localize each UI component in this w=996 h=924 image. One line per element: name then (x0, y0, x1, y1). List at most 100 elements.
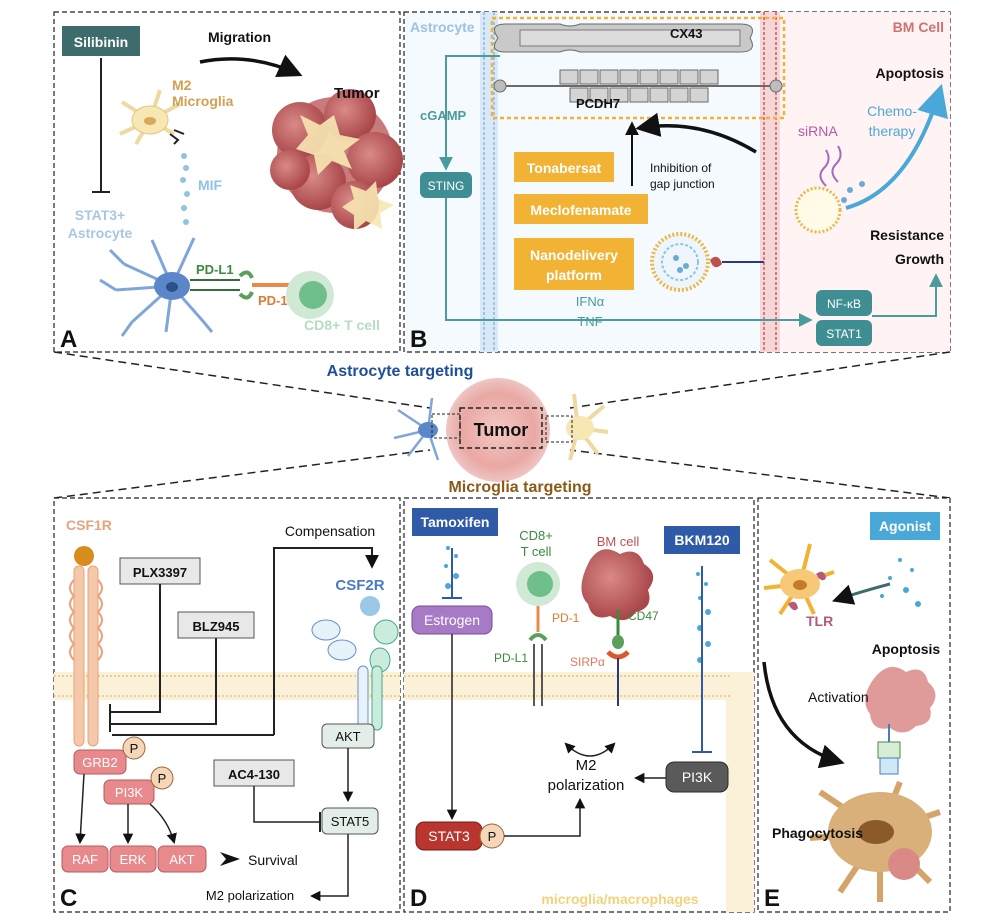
center-tumor-label: Tumor (474, 420, 529, 440)
mif-label: MIF (198, 177, 223, 193)
microglia-icon (119, 89, 181, 146)
plx3397-label: PLX3397 (133, 565, 187, 580)
migration-label: Migration (208, 29, 271, 45)
nanodelivery-box (514, 238, 634, 290)
raf-label: RAF (72, 852, 98, 867)
pd1-label: PD-1 (258, 293, 288, 308)
t-cell-icon (286, 271, 334, 319)
tumor-label: Tumor (334, 85, 380, 102)
microglia-targeting-label: Microglia targeting (448, 479, 591, 496)
panel-c: CSF1R PLX3397 BLZ945 Compensation CSF2R (53, 497, 401, 913)
nanodelivery-label-2: platform (546, 267, 602, 283)
panel-c-letter: C (60, 885, 77, 912)
nanodelivery-label-1: Nanodelivery (530, 247, 618, 263)
agonist-box (870, 512, 940, 540)
tumor-cell-icon (270, 89, 403, 231)
tumor-cell-icon (865, 666, 936, 733)
ifna-label: IFNα (576, 294, 605, 309)
pi3k-p-label: P (158, 771, 167, 786)
cd8-d-label-2: T cell (521, 544, 552, 559)
receptor-icon (311, 596, 399, 731)
panel-d-letter: D (410, 885, 427, 912)
bm-cell-label: BM Cell (893, 19, 944, 35)
inhibition-label-2: gap junction (650, 177, 715, 191)
compensation-label: Compensation (285, 523, 375, 539)
bkm120-box (664, 526, 740, 554)
gap-junction-icon (493, 23, 783, 103)
tamoxifen-box (412, 508, 498, 536)
panel-a-letter: A (60, 326, 77, 353)
meclofenamate-box (514, 194, 648, 224)
akt-c-label: AKT (169, 852, 194, 867)
cd8-d-label-1: CD8+ (519, 528, 553, 543)
sirpa-label: SIRPα (570, 655, 605, 669)
silibinin-label: Silibinin (74, 34, 128, 50)
grb2-label: GRB2 (82, 755, 117, 770)
ac4130-label: AC4-130 (228, 767, 280, 782)
apoptosis-e-label: Apoptosis (872, 641, 941, 657)
silibinin-box (62, 26, 140, 56)
erk-label: ERK (120, 852, 147, 867)
panel-b-letter: B (410, 326, 427, 353)
mif-dots (180, 153, 190, 225)
survival-label: Survival (248, 852, 298, 868)
phagocytosis-label: Phagocytosis (772, 825, 863, 841)
astrocyte-label: Astrocyte (410, 19, 475, 35)
microglia-icon (809, 780, 941, 902)
meclofenamate-label: Meclofenamate (530, 202, 631, 218)
chemo-label-2: therapy (869, 123, 916, 139)
panel-e: Agonist TLR Apoptosis Activation Phagocy… (757, 497, 951, 913)
tonabersat-box (514, 152, 614, 182)
stat1-label: STAT1 (826, 327, 862, 341)
panel-e-letter: E (764, 885, 780, 912)
membrane-icon (480, 12, 780, 352)
microglia-icon (566, 393, 609, 461)
nfkb-box (816, 290, 872, 316)
growth-label: Growth (895, 251, 944, 267)
nfkb-label: NF-κB (827, 297, 861, 311)
m2-d-label-1: M2 (576, 757, 597, 774)
sting-box (420, 172, 472, 198)
cd8-label: CD8+ T cell (304, 317, 380, 333)
cd47-label: CD47 (628, 609, 659, 623)
cx43-label: CX43 (670, 26, 703, 41)
tumor-cell-icon (581, 549, 654, 621)
bkm120-label: BKM120 (674, 532, 729, 548)
tonabersat-label: Tonabersat (527, 160, 602, 176)
stat3-astrocyte-label-1: STAT3+ (75, 207, 125, 223)
m2-d-label-2: polarization (548, 777, 625, 794)
stat5-label: STAT5 (331, 814, 370, 829)
dna-sirna-icon (794, 145, 865, 234)
pdl1-d-label: PD-L1 (494, 651, 528, 665)
pdl1-label: PD-L1 (196, 262, 234, 277)
receptor-icon (69, 546, 103, 747)
apoptosis-label: Apoptosis (876, 65, 945, 81)
stat3-label: STAT3 (428, 828, 470, 844)
tnf-label: TNF (577, 314, 602, 329)
nanoparticle-icon (650, 232, 764, 292)
pi3k-c-label: PI3K (115, 785, 144, 800)
astrocyte-icon (393, 397, 440, 461)
sting-label: STING (428, 179, 465, 193)
resistance-label: Resistance (870, 227, 944, 243)
blz945-label: BLZ945 (193, 619, 240, 634)
center-zoom: Astrocyte targeting Tumor Microglia targ… (53, 351, 951, 499)
tamoxifen-label: Tamoxifen (421, 514, 490, 530)
panel-a: Silibinin Migration M2 Microglia MIF STA… (53, 11, 403, 353)
microglia-macrophages-label: microglia/macrophages (541, 891, 698, 907)
microglia-icon (763, 543, 835, 616)
stat3-p-label: P (488, 829, 497, 844)
m2-polarization-label: M2 polarization (206, 888, 294, 903)
sirna-label: siRNA (798, 123, 838, 139)
pi3k-d-label: PI3K (682, 769, 713, 785)
astrocyte-icon (99, 237, 214, 337)
agonist-label: Agonist (879, 518, 931, 534)
stat3-astrocyte-label-2: Astrocyte (68, 225, 133, 241)
pcdh7-label: PCDH7 (576, 96, 620, 111)
panel-b: Astrocyte BM Cell CX43 PCDH7 cGAMP STING… (403, 11, 951, 353)
grb2-p-label: P (130, 741, 139, 756)
bm-cell-d-label: BM cell (597, 534, 640, 549)
m2-label: M2 (172, 77, 192, 93)
t-cell-icon (516, 562, 560, 606)
